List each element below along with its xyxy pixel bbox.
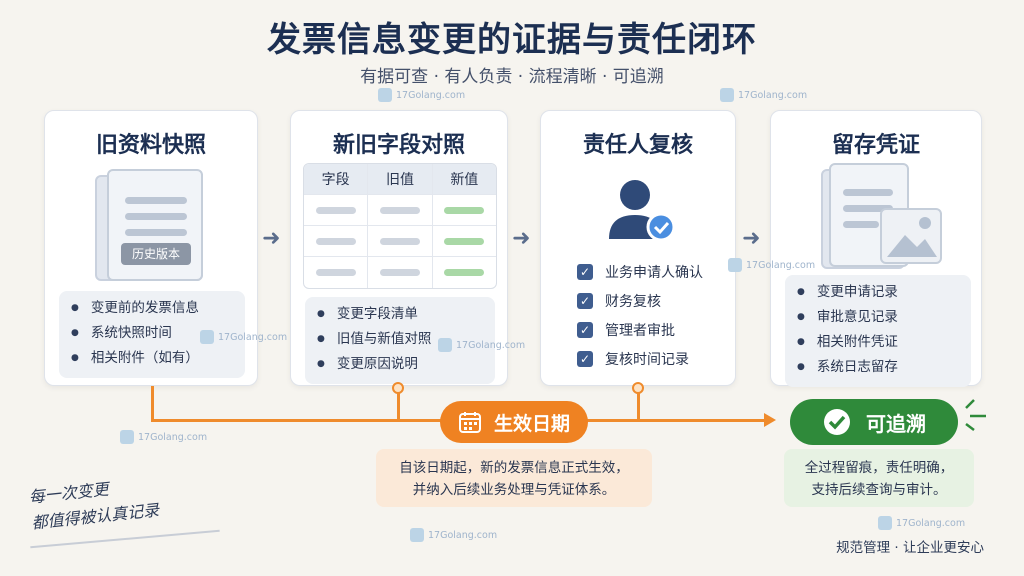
card-old-snapshot: 旧资料快照 历史版本 变更前的发票信息 系统快照时间 相关附件（如有）: [44, 110, 258, 386]
list-item: 变更字段清单: [317, 303, 485, 328]
handwritten-note: 每一次变更 都值得被认真记录: [27, 479, 160, 533]
list-item: 系统日志留存: [797, 356, 961, 381]
watermark: 17Golang.com: [728, 258, 815, 272]
bullet-list: 变更字段清单 旧值与新值对照 变更原因说明: [305, 297, 495, 384]
list-item: 变更前的发票信息: [71, 297, 235, 322]
timeline-dot: [632, 382, 644, 394]
bullet-list: 变更申请记录 审批意见记录 相关附件凭证 系统日志留存: [785, 275, 971, 387]
review-checklist: ✓业务申请人确认 ✓财务复核 ✓管理者审批 ✓复核时间记录: [577, 257, 703, 373]
table-header: 新值: [450, 172, 479, 188]
list-item: 变更原因说明: [317, 353, 485, 378]
table-header: 旧值: [368, 164, 433, 194]
list-item: 旧值与新值对照: [317, 328, 485, 353]
sparkle-icon: [965, 399, 986, 431]
card-reviewer: 责任人复核 ✓业务申请人确认 ✓财务复核 ✓管理者审批 ✓复核时间记录: [540, 110, 736, 386]
calendar-icon: [458, 412, 481, 433]
timeline-arrowhead-icon: [764, 413, 776, 427]
watermark: 17Golang.com: [200, 330, 287, 344]
table-header-row: 字段 旧值 新值: [304, 164, 496, 195]
watermark: 17Golang.com: [120, 430, 207, 444]
list-item: 变更申请记录: [797, 281, 961, 306]
table-row: [304, 195, 496, 226]
history-version-tag: 历史版本: [121, 243, 191, 265]
watermark: 17Golang.com: [378, 88, 465, 102]
watermark: 17Golang.com: [438, 338, 525, 352]
traceable-note: 全过程留痕，责任明确， 支持后续查询与审计。: [784, 449, 974, 507]
check-circle-icon: [824, 409, 850, 435]
effective-date-badge: 生效日期: [440, 401, 588, 443]
bullet-list: 变更前的发票信息 系统快照时间 相关附件（如有）: [59, 291, 245, 378]
watermark: 17Golang.com: [720, 88, 807, 102]
footer-slogan: 规范管理 · 让企业更安心: [836, 540, 984, 556]
page-subtitle: 有据可查 · 有人负责 · 流程清晰 · 可追溯: [360, 67, 664, 87]
table-row: [304, 226, 496, 257]
effective-note: 自该日期起，新的发票信息正式生效， 并纳入后续业务处理与凭证体系。: [376, 449, 652, 507]
card-title: 新旧字段对照: [332, 133, 465, 158]
traceable-badge: 可追溯: [790, 399, 958, 445]
list-item: 审批意见记录: [797, 306, 961, 331]
checkbox-checked-icon: ✓: [577, 350, 593, 367]
arrow-right-icon: ➜: [262, 226, 281, 251]
checkbox-checked-icon: ✓: [577, 263, 593, 280]
card-title: 旧资料快照: [95, 133, 206, 158]
card-field-compare: 新旧字段对照 字段 旧值 新值 变更字段清单 旧值与新值对照 变更原因说明: [290, 110, 508, 386]
list-item: 相关附件凭证: [797, 331, 961, 356]
table-header: 字段: [304, 164, 369, 194]
checklist-item: ✓财务复核: [577, 286, 703, 315]
timeline-dot: [392, 382, 404, 394]
page-title: 发票信息变更的证据与责任闭环: [267, 20, 757, 60]
card-title: 留存凭证: [831, 133, 920, 158]
list-item: 相关附件（如有）: [71, 347, 235, 372]
watermark: 17Golang.com: [410, 528, 497, 542]
card-evidence: 留存凭证 变更申请记录 审批意见记录 相关附件凭证 系统日志留存: [770, 110, 982, 387]
checkbox-checked-icon: ✓: [577, 292, 593, 309]
checklist-item: ✓管理者审批: [577, 315, 703, 344]
table-row: [304, 257, 496, 288]
arrow-right-icon: ➜: [512, 226, 531, 251]
checklist-item: ✓业务申请人确认: [577, 257, 703, 286]
checklist-item: ✓复核时间记录: [577, 344, 703, 373]
compare-table: 字段 旧值 新值: [303, 163, 497, 289]
card-title: 责任人复核: [582, 133, 693, 158]
arrow-right-icon: ➜: [742, 226, 761, 251]
user-verified-icon: [609, 180, 676, 242]
list-item: 系统快照时间: [71, 322, 235, 347]
watermark: 17Golang.com: [878, 516, 965, 530]
checkbox-checked-icon: ✓: [577, 321, 593, 338]
